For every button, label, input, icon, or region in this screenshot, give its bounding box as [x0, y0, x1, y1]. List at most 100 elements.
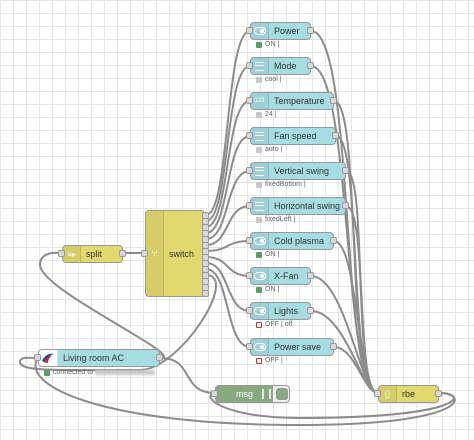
input-port[interactable] — [374, 390, 381, 397]
output-port[interactable] — [332, 132, 339, 139]
output-port[interactable] — [342, 167, 349, 174]
node-status: ON | — [256, 251, 279, 258]
wire — [333, 240, 379, 394]
node-label: Horizontal swing — [274, 201, 341, 211]
fan-speed-node[interactable]: Fan speed — [250, 127, 336, 145]
vertical-swing-node[interactable]: Vertical swing — [250, 162, 346, 180]
wire — [205, 205, 251, 246]
redacted-address — [95, 370, 156, 375]
power-save-node[interactable]: Power save — [250, 338, 334, 356]
node-label: Cold plasma — [274, 236, 325, 246]
output-port[interactable] — [342, 202, 349, 209]
output-port[interactable] — [119, 250, 126, 257]
output-port[interactable] — [330, 237, 337, 244]
split-node[interactable]: ≡▸ split — [62, 245, 123, 263]
node-label: X-Fan — [274, 271, 299, 281]
node-status: ON | — [256, 286, 279, 293]
output-port[interactable] — [307, 307, 314, 314]
node-label: Vertical swing — [274, 166, 330, 176]
rbe-node[interactable]: ▯ rbe — [378, 385, 439, 403]
output-port[interactable] — [156, 354, 163, 361]
node-status: OFF | off — [256, 321, 292, 328]
input-port[interactable] — [246, 62, 253, 69]
output-port[interactable] — [202, 290, 209, 297]
status-dot — [256, 251, 262, 258]
input-port[interactable] — [34, 354, 41, 361]
cold-plasma-node[interactable]: Cold plasma — [250, 232, 334, 250]
status-dot — [256, 181, 262, 188]
output-port[interactable] — [307, 272, 314, 279]
node-label: Power — [274, 26, 300, 36]
list-icon — [251, 163, 269, 179]
input-port[interactable] — [246, 27, 253, 34]
wire — [333, 346, 379, 394]
wire — [205, 268, 251, 348]
toggle-icon — [251, 268, 269, 284]
status-text: OFF | — [265, 357, 283, 364]
input-port[interactable] — [246, 237, 253, 244]
status-text: fixedLeft | — [265, 216, 296, 223]
wire — [205, 256, 251, 277]
debug-toggle-button[interactable] — [276, 388, 288, 400]
input-port[interactable] — [246, 272, 253, 279]
input-port[interactable] — [246, 202, 253, 209]
input-port[interactable] — [246, 97, 253, 104]
wire — [18, 274, 218, 372]
input-port[interactable] — [246, 132, 253, 139]
status-text: 24 | — [265, 111, 277, 118]
node-label: Lights — [274, 306, 299, 316]
split-icon: ≡▸ — [63, 246, 81, 262]
toggle-icon — [251, 233, 269, 249]
wire — [159, 357, 216, 394]
temperature-node[interactable]: 123 Temperature — [250, 92, 334, 110]
msg-debug-node[interactable]: msg — [215, 385, 276, 403]
wire — [205, 135, 251, 234]
node-status: ON | — [256, 41, 279, 48]
node-status: fixedBottom | — [256, 181, 306, 188]
node-status: cool | — [256, 76, 282, 83]
list-icon — [251, 58, 269, 74]
output-port[interactable] — [330, 343, 337, 350]
input-port[interactable] — [246, 307, 253, 314]
node-label: Mode — [274, 61, 297, 71]
status-text: cool | — [265, 76, 282, 83]
ac-logo-icon — [39, 350, 58, 366]
status-dot — [256, 321, 262, 328]
input-port[interactable] — [58, 250, 65, 257]
node-label: msg — [236, 389, 254, 399]
node-status: OFF | — [256, 357, 283, 364]
switch-label: switch — [169, 249, 195, 259]
wire — [205, 262, 251, 312]
numeric-icon: 123 — [251, 93, 269, 109]
list-icon — [251, 128, 269, 144]
input-port[interactable] — [211, 390, 218, 397]
node-status: auto | — [256, 146, 282, 153]
switch-node[interactable]: ⑂ switch — [145, 210, 205, 297]
horizontal-swing-node[interactable]: Horizontal swing — [250, 197, 346, 215]
x-fan-node[interactable]: X-Fan — [250, 267, 311, 285]
output-port[interactable] — [435, 390, 442, 397]
lights-node[interactable]: Lights — [250, 302, 311, 320]
toggle-icon — [251, 23, 269, 39]
status-text: ON | — [265, 286, 280, 293]
wire — [38, 251, 165, 359]
node-status: 24 | — [256, 111, 277, 118]
input-port[interactable] — [246, 343, 253, 350]
living-room-ac-node[interactable]: Living room AC — [38, 349, 160, 367]
output-port[interactable] — [307, 27, 314, 34]
status-dot — [256, 216, 262, 223]
status-dot — [256, 111, 262, 118]
output-port[interactable] — [330, 97, 337, 104]
power-node[interactable]: Power — [250, 22, 311, 40]
toggle-icon — [251, 303, 269, 319]
output-port[interactable] — [307, 62, 314, 69]
input-port[interactable] — [246, 167, 253, 174]
wire — [205, 240, 251, 252]
node-label: Power save — [274, 342, 322, 352]
wire — [205, 30, 251, 216]
switch-icon: ⑂ — [146, 211, 164, 296]
mode-node[interactable]: Mode — [250, 57, 311, 75]
status-text: fixedBottom | — [265, 181, 306, 188]
input-port[interactable] — [141, 250, 148, 257]
